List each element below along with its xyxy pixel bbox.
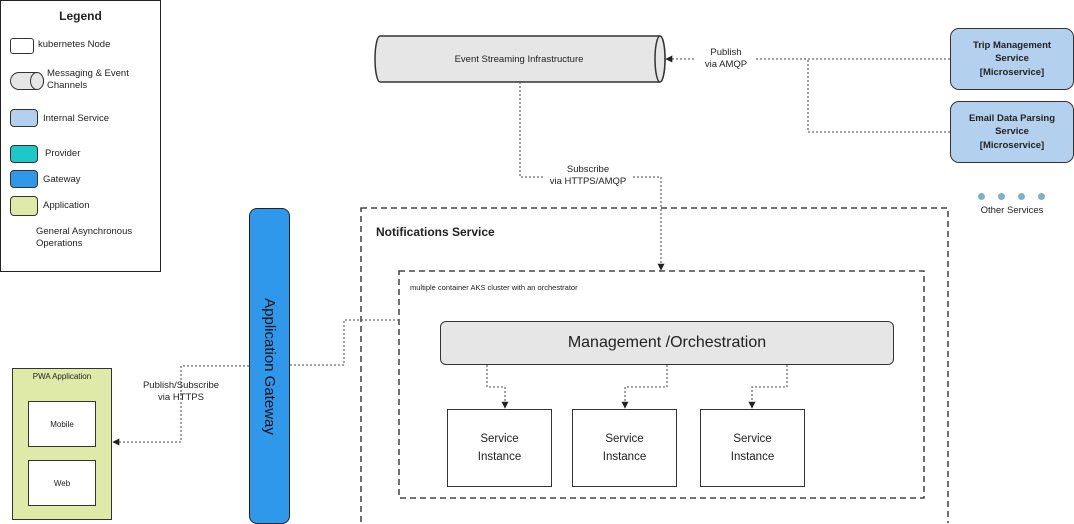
legend-swatch-gateway bbox=[10, 170, 38, 188]
legend-swatch-application bbox=[10, 196, 38, 216]
service-instance: Service Instance bbox=[700, 409, 805, 487]
other-services-dot bbox=[978, 193, 985, 200]
pwa-application-title: PWA Application bbox=[32, 372, 92, 381]
notifications-service-title: Notifications Service bbox=[376, 225, 495, 239]
subscribe-label: Subscribe via HTTPS/AMQP bbox=[544, 164, 632, 188]
legend-label-kubernetes-node: kubernetes Node bbox=[38, 39, 111, 50]
other-services-dot bbox=[1038, 193, 1045, 200]
notifications-service-boundary bbox=[360, 207, 949, 523]
application-gateway-label-wrap: Application Gateway bbox=[249, 208, 290, 524]
other-services-label: Other Services bbox=[980, 205, 1044, 216]
cluster-label: multiple container AKS cluster with an o… bbox=[410, 283, 578, 292]
orchestration-edge-3 bbox=[748, 365, 788, 409]
service-instance-line-1: Service bbox=[733, 433, 772, 445]
publish-label: Publish via AMQP bbox=[696, 47, 756, 71]
service-instance-line-1: Service bbox=[480, 433, 519, 445]
publish-label-line-2: via AMQP bbox=[704, 59, 748, 70]
trip-service-line-2: Service bbox=[995, 53, 1029, 65]
event-streaming-cylinder bbox=[374, 35, 666, 83]
email-service-line-3: [Microservice] bbox=[979, 139, 1045, 151]
legend-label-async: General Asynchronous Operations bbox=[36, 226, 133, 249]
subscribe-label-line-2: via HTTPS/AMQP bbox=[549, 176, 627, 187]
service-instance: Service Instance bbox=[447, 409, 552, 487]
subscribe-label-line-1: Subscribe bbox=[566, 164, 610, 175]
orchestration-edge-1 bbox=[486, 365, 509, 409]
event-stream-label: Event Streaming Infrastructure bbox=[454, 53, 584, 65]
orchestration-edge-2 bbox=[621, 365, 668, 409]
aks-cluster-boundary bbox=[398, 270, 925, 499]
email-service-line-1: Email Data Parsing bbox=[968, 112, 1056, 124]
pubsub-label: Publish/Subscribe via HTTPS bbox=[131, 380, 231, 404]
legend-swatch-provider bbox=[10, 145, 38, 163]
trip-service-line-1: Trip Management bbox=[972, 39, 1052, 51]
service-instance-line-1: Service bbox=[605, 433, 644, 445]
application-gateway bbox=[249, 208, 290, 524]
email-service-line-2: Service bbox=[995, 126, 1029, 138]
service-instance-line-2: Instance bbox=[602, 451, 647, 463]
trip-management-service: Trip Management Service [Microservice] bbox=[950, 28, 1074, 90]
service-instance-line-2: Instance bbox=[477, 451, 522, 463]
legend-label-internal-service: Internal Service bbox=[43, 113, 110, 124]
legend-swatch-kubernetes-node bbox=[10, 38, 34, 54]
gateway-cluster-edge bbox=[290, 319, 399, 366]
legend-label-application: Application bbox=[43, 200, 90, 211]
publish-edge-email bbox=[807, 59, 950, 133]
email-data-parsing-service: Email Data Parsing Service [Microservice… bbox=[950, 101, 1074, 163]
legend-swatch-messaging-cap bbox=[30, 72, 44, 90]
legend-label-provider: Provider bbox=[45, 148, 81, 159]
pubsub-label-line-1: Publish/Subscribe bbox=[142, 380, 220, 391]
legend-label-messaging: Messaging & Event Channels bbox=[47, 68, 129, 91]
other-services-dot bbox=[998, 193, 1005, 200]
legend-swatch-internal-service bbox=[10, 109, 38, 127]
trip-service-line-3: [Microservice] bbox=[979, 66, 1045, 78]
pwa-mobile: Mobile bbox=[28, 401, 96, 447]
pubsub-label-line-2: via HTTPS bbox=[158, 392, 204, 403]
management-orchestration: Management /Orchestration bbox=[440, 321, 894, 365]
legend-label-gateway: Gateway bbox=[43, 174, 81, 185]
legend-title: Legend bbox=[59, 9, 102, 23]
pwa-web: Web bbox=[28, 460, 96, 506]
application-gateway-label: Application Gateway bbox=[261, 297, 278, 435]
service-instance-line-2: Instance bbox=[730, 451, 775, 463]
pubsub-edge bbox=[112, 365, 249, 446]
other-services-dot bbox=[1018, 193, 1025, 200]
publish-label-line-1: Publish bbox=[710, 47, 742, 58]
service-instance: Service Instance bbox=[572, 409, 677, 487]
